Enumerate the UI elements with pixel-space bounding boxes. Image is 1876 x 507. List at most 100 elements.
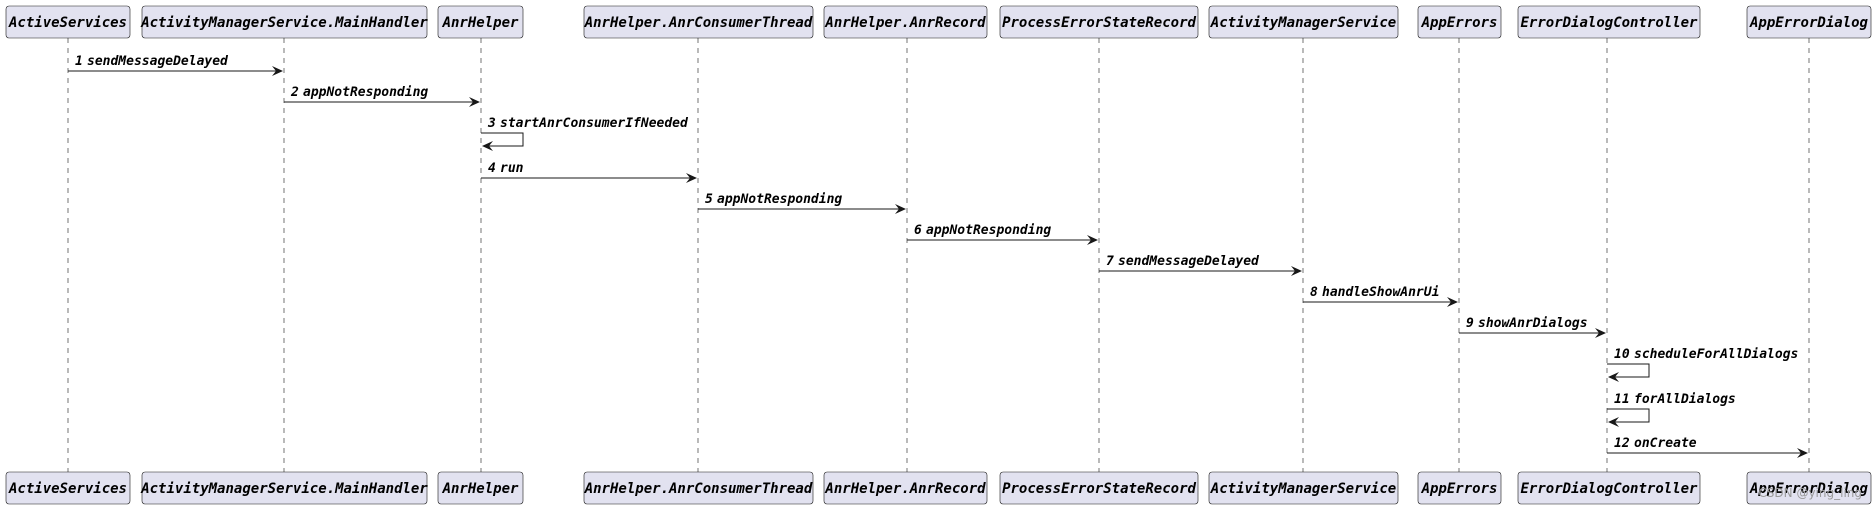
arrowhead	[895, 204, 906, 214]
participant-box	[141, 5, 428, 39]
arrowhead	[1797, 448, 1808, 458]
arrowhead	[1087, 235, 1098, 245]
participant-label: AnrHelper.AnrConsumerThread	[584, 15, 813, 31]
arrowhead	[1595, 328, 1606, 338]
message: 3 startAnrConsumerIfNeeded	[481, 116, 689, 151]
message-number: 7	[1106, 254, 1114, 269]
self-call-arrow	[1607, 363, 1650, 378]
participant-label: ActivityManagerService.MainHandler	[140, 481, 428, 497]
participant-box	[437, 471, 524, 505]
participant-box	[1517, 471, 1701, 505]
lifelines	[67, 38, 1810, 472]
participant-header: AnrHelper.AnrRecord	[823, 5, 988, 39]
participant-box	[1208, 5, 1399, 39]
participant-box	[1746, 5, 1872, 39]
message-label: appNotResponding	[303, 85, 428, 100]
message-label: startAnrConsumerIfNeeded	[500, 116, 689, 131]
message-label: run	[500, 161, 524, 176]
participant-label: AppErrors	[1421, 481, 1498, 497]
message-label: onCreate	[1634, 436, 1697, 451]
participant-footer: ErrorDialogController	[1517, 471, 1701, 505]
message: 10 scheduleForAllDialogs	[1607, 347, 1798, 382]
message-number: 12	[1614, 436, 1630, 451]
message-number: 11	[1614, 392, 1630, 407]
participant-footer: AnrHelper.AnrConsumerThread	[583, 471, 814, 505]
message-number: 6	[914, 223, 922, 238]
participant-footer: ActiveServices	[5, 471, 131, 505]
message-number: 4	[488, 161, 496, 176]
participant-box	[583, 471, 814, 505]
participant-label: AnrHelper	[442, 481, 519, 497]
participant-header: AppErrorDialog	[1746, 5, 1872, 39]
self-call-arrow	[481, 132, 524, 147]
participant-footer: AnrHelper.AnrRecord	[823, 471, 988, 505]
participant-label: ErrorDialogController	[1520, 15, 1698, 31]
participant-header: ActiveServices	[5, 5, 131, 39]
message-number: 8	[1310, 285, 1318, 300]
participant-label: ActivityManagerService	[1210, 15, 1396, 31]
participant-header: ProcessErrorStateRecord	[999, 5, 1199, 39]
message-label: forAllDialogs	[1634, 392, 1736, 407]
arrowhead	[1447, 297, 1458, 307]
participant-label: ActiveServices	[8, 481, 127, 497]
participant-box	[1417, 5, 1502, 39]
participant-label: ActiveServices	[8, 15, 127, 31]
message-label: handleShowAnrUi	[1322, 285, 1439, 300]
participant-label: AnrHelper.AnrConsumerThread	[584, 481, 813, 497]
participant-box	[583, 5, 814, 39]
arrowhead	[1291, 266, 1302, 276]
participant-box	[999, 5, 1199, 39]
participant-header: ActivityManagerService.MainHandler	[140, 5, 428, 39]
message-label: sendMessageDelayed	[1118, 254, 1260, 269]
message: 7 sendMessageDelayed	[1099, 254, 1302, 276]
participant-box	[823, 5, 988, 39]
participant-footer: ActivityManagerService	[1208, 471, 1399, 505]
message: 5 appNotResponding	[698, 192, 906, 214]
participant-footer: ActivityManagerService.MainHandler	[140, 471, 428, 505]
participant-label: AppErrors	[1421, 15, 1498, 31]
message-label: scheduleForAllDialogs	[1634, 347, 1798, 362]
participant-label: AnrHelper.AnrRecord	[824, 15, 986, 31]
participant-label: ProcessErrorStateRecord	[1002, 15, 1196, 31]
participant-footer-row: ActiveServices ActivityManagerService.Mai…	[5, 471, 1872, 505]
message-label: appNotResponding	[717, 192, 842, 207]
arrowhead	[1608, 417, 1619, 427]
participant-header: AppErrors	[1417, 5, 1502, 39]
participant-header: ErrorDialogController	[1517, 5, 1701, 39]
message-label: sendMessageDelayed	[87, 54, 229, 69]
message: 6 appNotResponding	[907, 223, 1098, 245]
message-number: 10	[1614, 347, 1630, 362]
participant-label: ActivityManagerService	[1210, 481, 1396, 497]
message-number: 5	[705, 192, 713, 207]
participant-footer: ProcessErrorStateRecord	[999, 471, 1199, 505]
message: 4 run	[481, 161, 697, 183]
message: 1 sendMessageDelayed	[68, 54, 283, 76]
participant-label: ProcessErrorStateRecord	[1002, 481, 1196, 497]
participant-box	[999, 471, 1199, 505]
arrowhead	[272, 66, 283, 76]
arrowhead	[1608, 372, 1619, 382]
participant-header: AnrHelper.AnrConsumerThread	[583, 5, 814, 39]
message: 11 forAllDialogs	[1607, 392, 1736, 427]
participant-header-row: ActiveServices ActivityManagerService.Mai…	[5, 5, 1872, 39]
participant-footer: AppErrors	[1417, 471, 1502, 505]
participant-footer: AppErrorDialog	[1746, 471, 1872, 505]
participant-label: AppErrorDialog	[1749, 481, 1869, 497]
arrowhead	[469, 97, 480, 107]
message-number: 2	[290, 85, 299, 100]
participant-box	[1417, 471, 1502, 505]
message: 12 onCreate	[1607, 436, 1808, 458]
message: 8 handleShowAnrUi	[1303, 285, 1458, 307]
message-number: 3	[487, 116, 496, 131]
self-call-arrow	[1607, 408, 1650, 423]
participant-footer: AnrHelper	[437, 471, 524, 505]
watermark: CSDN @ying_ling	[1758, 486, 1862, 500]
participant-box	[1746, 471, 1872, 505]
participant-box	[5, 471, 131, 505]
participant-box	[823, 471, 988, 505]
arrowhead	[686, 173, 697, 183]
participant-label: AppErrorDialog	[1749, 15, 1869, 31]
message-number: 1	[75, 54, 83, 69]
message-label: appNotResponding	[926, 223, 1051, 238]
